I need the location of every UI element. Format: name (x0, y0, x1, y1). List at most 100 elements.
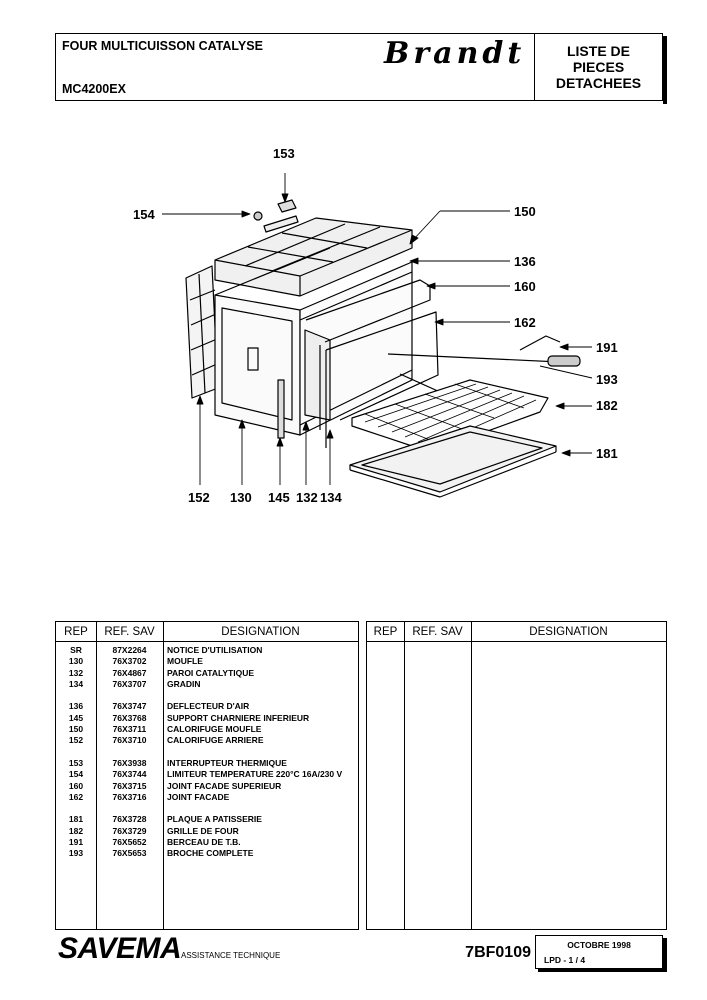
part-ref-cell: 76X3707 (112, 678, 147, 689)
part-rep-cell: 162 (68, 791, 84, 802)
callout-label: 152 (188, 490, 210, 505)
part-rep-cell: 182 (68, 825, 84, 836)
header-box-shadow (663, 36, 667, 104)
revision-date: OCTOBRE 1998 (567, 940, 631, 950)
part-ref-cell: 76X3710 (112, 735, 147, 746)
part-designation-cell: CALORIFUGE MOUFLE (167, 724, 262, 735)
model-number: MC4200EX (62, 82, 126, 96)
callout-label: 181 (596, 446, 618, 461)
table-row: SR 87X2264 NOTICE D'UTILISATION (56, 645, 358, 656)
top-insulation-part (214, 217, 413, 297)
catalytic-wall-part (277, 329, 331, 448)
parts-table-right: REP REF. SAV DESIGNATION (366, 621, 667, 930)
exploded-view-diagram: 153 154 150 136 160 162 191 193 182 181 … (0, 130, 707, 520)
part-designation-cell: SUPPORT CHARNIERE INFERIEUR (167, 712, 310, 723)
callout-label: 191 (596, 340, 618, 355)
table-row: 191 76X5652 BERCEAU DE T.B. (56, 837, 358, 848)
callout-label: 132 (296, 490, 318, 505)
pastry-tray-part (349, 425, 557, 498)
callout-label: 182 (596, 398, 618, 413)
part-rep-cell: 160 (68, 780, 84, 791)
document-header: FOUR MULTICUISSON CATALYSE MC4200EX Bran… (55, 33, 663, 101)
table-row: 193 76X5653 BROCHE COMPLETE (56, 848, 358, 859)
part-ref-cell: 76X5652 (112, 837, 147, 848)
column-header-designation: DESIGNATION (471, 622, 666, 642)
rotisserie-spit-part (387, 335, 581, 393)
part-ref-cell: 76X3744 (112, 769, 147, 780)
document-type-box: LISTE DE PIECES DETACHEES (534, 34, 662, 100)
product-title: FOUR MULTICUISSON CATALYSE (62, 39, 263, 53)
part-rep-cell: 152 (68, 735, 84, 746)
part-designation-cell: BROCHE COMPLETE (167, 848, 254, 859)
part-designation-cell: GRILLE DE FOUR (167, 825, 239, 836)
part-ref-cell: 76X4867 (112, 667, 147, 678)
part-ref-cell: 76X3716 (112, 791, 147, 802)
part-designation-cell: JOINT FACADE (167, 791, 230, 802)
column-divider (163, 622, 164, 929)
callout-label: 193 (596, 372, 618, 387)
part-rep-cell: 154 (68, 769, 84, 780)
document-code: 7BF0109 (465, 944, 531, 961)
part-rep-cell: 145 (68, 712, 84, 723)
part-ref-cell: 87X2264 (112, 645, 147, 655)
part-rep-cell: 181 (68, 814, 84, 825)
callout-label: 154 (133, 207, 155, 222)
footer-subtitle: ASSISTANCE TECHNIQUE (181, 951, 281, 960)
revision-box-shadow (538, 969, 667, 972)
callout-leaders (162, 173, 593, 485)
revision-box: OCTOBRE 1998 LPD - 1 / 4 (535, 935, 663, 969)
part-designation-cell: GRADIN (167, 678, 201, 689)
part-designation-cell: MOUFLE (167, 656, 203, 667)
part-designation-cell: NOTICE D'UTILISATION (167, 645, 263, 655)
part-rep-cell: 150 (68, 724, 84, 735)
part-rep-cell: 136 (68, 701, 84, 712)
thermal-switch-part (253, 199, 299, 233)
part-designation-cell: CALORIFUGE ARRIERE (167, 735, 264, 746)
document-type-line: PIECES (572, 59, 625, 75)
part-rep-cell: 193 (68, 848, 84, 859)
table-row: 182 76X3729 GRILLE DE FOUR (56, 826, 358, 837)
oven-exploded-drawing (162, 173, 593, 498)
document-type-line: LISTE DE (566, 43, 630, 59)
column-header-ref: REF. SAV (96, 622, 163, 642)
part-ref-cell: 76X3938 (112, 757, 147, 768)
part-rep-cell: SR (70, 645, 82, 655)
savema-logo: SAVEMA (58, 932, 182, 965)
part-ref-cell: 76X5653 (112, 848, 147, 859)
table-row: 150 76X3711 CALORIFUGE MOUFLE (56, 724, 358, 735)
page-number: LPD - 1 / 4 (544, 955, 586, 965)
part-rep-cell: 191 (68, 837, 84, 848)
callout-label: 153 (273, 146, 295, 161)
callout-label: 150 (514, 204, 536, 219)
part-ref-cell: 76X3711 (112, 724, 147, 735)
table-row: 152 76X3710 CALORIFUGE ARRIERE (56, 735, 358, 746)
part-ref-cell: 76X3715 (112, 780, 147, 791)
column-header-ref: REF. SAV (404, 622, 471, 642)
column-divider (96, 622, 97, 929)
column-header-rep: REP (367, 622, 404, 642)
table-row: 145 76X3768 SUPPORT CHARNIERE INFERIEUR (56, 713, 358, 724)
callout-label: 160 (514, 279, 536, 294)
part-ref-cell: 76X3768 (112, 712, 147, 723)
document-type-line: DETACHEES (555, 75, 642, 91)
column-divider (471, 622, 472, 929)
part-designation-cell: PAROI CATALYTIQUE (167, 667, 255, 678)
part-designation-cell: LIMITEUR TEMPERATURE 220°C 16A/230 V (167, 769, 343, 780)
oven-rack-part (351, 379, 549, 453)
part-ref-cell: 76X3729 (112, 825, 147, 836)
column-header-rep: REP (56, 622, 96, 642)
part-designation-cell: JOINT FACADE SUPERIEUR (167, 780, 282, 791)
column-divider (404, 622, 405, 929)
part-ref-cell: 76X3728 (112, 814, 147, 825)
callout-label: 136 (514, 254, 536, 269)
callout-label: 162 (514, 315, 536, 330)
part-designation-cell: BERCEAU DE T.B. (167, 837, 241, 848)
part-rep-cell: 153 (68, 757, 84, 768)
